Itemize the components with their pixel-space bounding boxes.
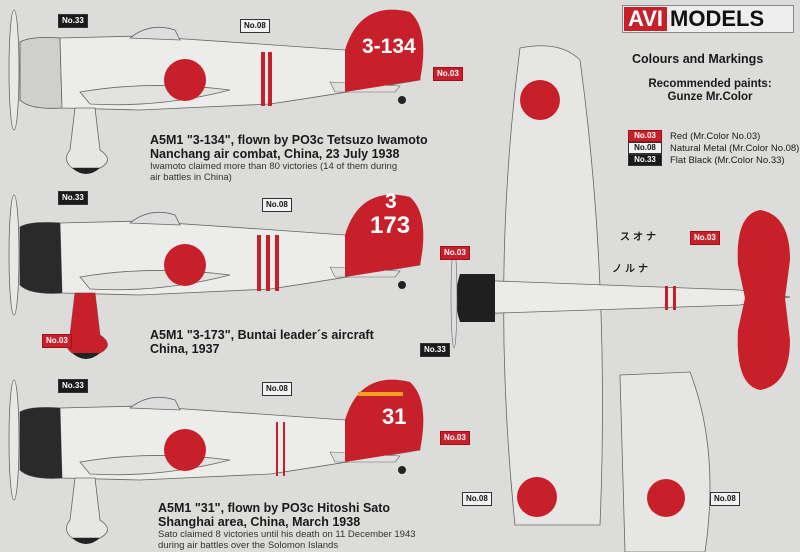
hinomaru	[520, 80, 560, 120]
hinomaru	[164, 59, 206, 101]
red-rudder	[345, 379, 424, 462]
hinomaru	[647, 479, 685, 517]
paint-tag: No.08	[262, 198, 292, 212]
hinomaru	[164, 244, 206, 286]
paint-tag: No.33	[58, 191, 88, 205]
paint-tag: No.33	[58, 14, 88, 28]
paint-tag: No.08	[462, 492, 492, 506]
avi-models-logo: AVI MODELS	[622, 5, 794, 33]
paint-tag: No.03	[433, 67, 463, 81]
tail-number-1: 3-134	[362, 35, 416, 58]
red-rudder	[345, 194, 424, 277]
paint-tag: No.08	[710, 492, 740, 506]
tail-number-2a: 3	[385, 190, 397, 213]
hinomaru	[517, 477, 557, 517]
caption-aircraft-3: A5M1 "31", flown by PO3c Hitoshi Sato Sh…	[158, 501, 416, 551]
paints-heading: Recommended paints: Gunze Mr.Color	[648, 78, 772, 103]
caption-aircraft-2: A5M1 "3-173", Buntai leader´s aircraft C…	[150, 328, 374, 356]
aircraft-2-side-view	[8, 194, 424, 360]
hinomaru	[164, 429, 206, 471]
paint-tag: No.08	[240, 19, 270, 33]
katakana-marking-1: スオナ	[620, 232, 659, 243]
aircraft-1-side-view	[8, 9, 424, 175]
paint-tag: No.03	[690, 231, 720, 245]
paint-tag: No.03	[440, 431, 470, 445]
red-rudder	[345, 9, 424, 93]
paint-tag: No.03	[440, 246, 470, 260]
paint-tag: No.03	[42, 334, 72, 348]
caption-aircraft-1: A5M1 "3-134", flown by PO3c Tetsuzo Iwam…	[150, 133, 428, 183]
plan-view	[450, 45, 791, 552]
paint-tag: No.33	[58, 379, 88, 393]
tail-number-3: 31	[382, 404, 407, 429]
paint-tag: No.08	[262, 382, 292, 396]
page-heading: Colours and Markings	[632, 52, 764, 66]
tail-number-2b: 173	[370, 212, 411, 239]
aircraft-3-side-view	[8, 379, 424, 545]
red-tailplane	[737, 210, 790, 390]
paint-tag: No.33	[420, 343, 450, 357]
katakana-marking-2: ノルナ	[612, 264, 651, 275]
